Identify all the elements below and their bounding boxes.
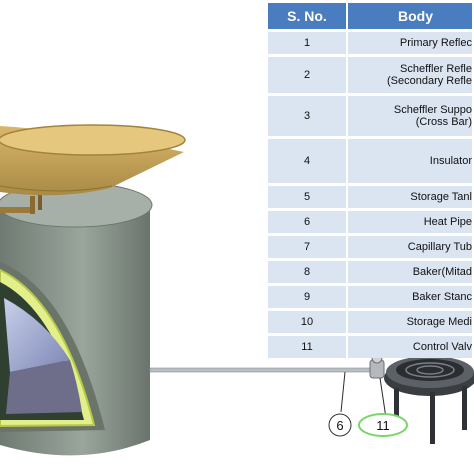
table-row: 4 Insulator: [268, 139, 474, 183]
storage-medium-cavity: [0, 262, 105, 432]
cell-body: Storage Tanl: [348, 186, 474, 208]
baker-stand: [384, 356, 474, 444]
table-row: 9 Baker Stanc: [268, 286, 474, 308]
cell-body-line: Capillary Tub: [407, 241, 472, 253]
cell-body: Scheffler Suppo(Cross Bar): [348, 96, 474, 136]
callout-heat-pipe: 6: [328, 413, 352, 437]
heat-pipe: [149, 367, 381, 413]
table-header-row: S. No. Body: [268, 3, 474, 29]
table-row: 1 Primary Reflec: [268, 32, 474, 54]
cell-body: Control Valv: [348, 336, 474, 358]
table-row: 5 Storage Tanl: [268, 186, 474, 208]
table-row: 8 Baker(Mitad: [268, 261, 474, 283]
cell-body-line: Heat Pipe: [423, 216, 472, 228]
cell-body-line: Insulator: [429, 155, 472, 167]
cell-body-line: Storage Medi: [406, 316, 472, 328]
cell-sno: 7: [268, 236, 348, 258]
cell-body-line: Storage Tanl: [410, 191, 472, 203]
cell-body-line: Scheffler Suppo: [393, 104, 472, 116]
callout-11-label: 11: [376, 418, 390, 433]
cell-sno: 9: [268, 286, 348, 308]
callout-6-label: 6: [336, 418, 343, 433]
cell-body: Primary Reflec: [348, 32, 474, 54]
cell-body: Insulator: [348, 139, 474, 183]
scheffler-support: [0, 190, 42, 214]
table-row: 6 Heat Pipe: [268, 211, 474, 233]
header-body: Body: [348, 3, 474, 29]
table-row: 7 Capillary Tub: [268, 236, 474, 258]
control-valve: [369, 352, 387, 419]
header-sno: S. No.: [268, 3, 348, 29]
cell-sno: 10: [268, 311, 348, 333]
cell-body-line: (Cross Bar): [415, 116, 472, 128]
cell-body: Scheffler Refle(Secondary Refle: [348, 57, 474, 93]
cell-sno: 2: [268, 57, 348, 93]
table-row: 10 Storage Medi: [268, 311, 474, 333]
cell-body: Capillary Tub: [348, 236, 474, 258]
cell-sno: 5: [268, 186, 348, 208]
cell-body: Baker Stanc: [348, 286, 474, 308]
cell-body-line: Baker(Mitad: [412, 266, 472, 278]
cell-body-line: Scheffler Refle: [400, 63, 472, 75]
cell-body: Baker(Mitad: [348, 261, 474, 283]
cell-body-line: Baker Stanc: [412, 291, 472, 303]
cell-sno: 6: [268, 211, 348, 233]
cell-body: Storage Medi: [348, 311, 474, 333]
cell-sno: 3: [268, 96, 348, 136]
cell-body: Heat Pipe: [348, 211, 474, 233]
primary-reflector-dish: [0, 124, 186, 196]
cell-body-line: (Secondary Refle: [387, 75, 472, 87]
table-row: 11 Control Valv: [268, 336, 474, 358]
callout-control-valve: 11: [358, 413, 408, 437]
cell-body-line: Primary Reflec: [399, 37, 472, 49]
cell-sno: 4: [268, 139, 348, 183]
cell-sno: 11: [268, 336, 348, 358]
cell-sno: 1: [268, 32, 348, 54]
cell-body-line: Control Valv: [412, 341, 472, 353]
cell-sno: 8: [268, 261, 348, 283]
